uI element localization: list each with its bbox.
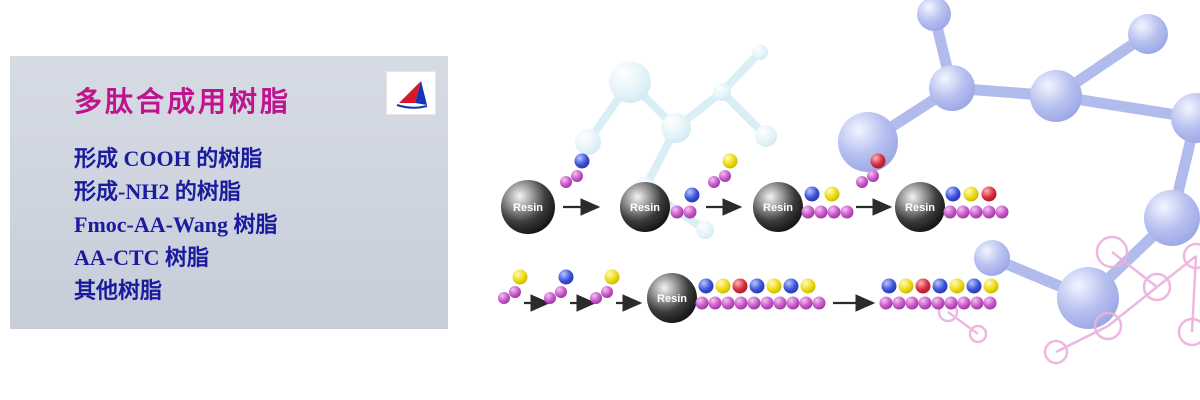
resin-menu: 形成 COOH 的树脂 形成-NH2 的树脂 Fmoc-AA-Wang 树脂 A… <box>74 142 277 307</box>
background-molecule-pink <box>937 235 1200 365</box>
company-logo <box>386 71 436 115</box>
resin-label: Resin <box>763 202 793 214</box>
resin-sphere: Resin <box>895 182 945 232</box>
company-logo-icon <box>396 81 428 109</box>
left-panel: 多肽合成用树脂 形成 COOH 的树脂 形成-NH2 的树脂 Fmoc-AA-W… <box>10 56 448 329</box>
peptide-chain <box>801 186 854 219</box>
amino-acid-icon <box>590 269 620 304</box>
resin-label: Resin <box>513 202 543 214</box>
menu-item-aa-ctc-resin[interactable]: AA-CTC 树脂 <box>74 245 210 270</box>
amino-acid-icon <box>856 153 886 188</box>
amino-acid-icon <box>498 269 528 304</box>
amino-acid-icon <box>544 269 574 304</box>
peptide-chain <box>695 278 826 310</box>
resin-sphere: Resin <box>647 273 697 323</box>
resin-sphere: Resin <box>501 180 555 234</box>
peptide-chain <box>943 186 1009 219</box>
peptide-chain <box>670 187 700 219</box>
page-title: 多肽合成用树脂 <box>74 86 292 117</box>
menu-item-nh2-resin[interactable]: 形成-NH2 的树脂 <box>74 179 241 204</box>
synthesis-bottom-row: Resin <box>498 269 999 323</box>
peptide-chain <box>879 278 999 310</box>
amino-acid-icon <box>708 153 738 188</box>
menu-item-cooh-resin[interactable]: 形成 COOH 的树脂 <box>74 146 263 171</box>
amino-acid-icon <box>560 153 590 188</box>
menu-item-other-resin[interactable]: 其他树脂 <box>74 278 163 303</box>
menu-item-fmoc-aa-wang-resin[interactable]: Fmoc-AA-Wang 树脂 <box>74 212 278 237</box>
resin-label: Resin <box>657 293 687 305</box>
resin-label: Resin <box>630 202 660 214</box>
resin-label: Resin <box>905 202 935 214</box>
resin-sphere: Resin <box>620 182 670 232</box>
synthesis-top-row: Resin Resin <box>501 153 1009 234</box>
background-molecule-blue <box>838 0 1200 329</box>
resin-sphere: Resin <box>753 182 803 232</box>
